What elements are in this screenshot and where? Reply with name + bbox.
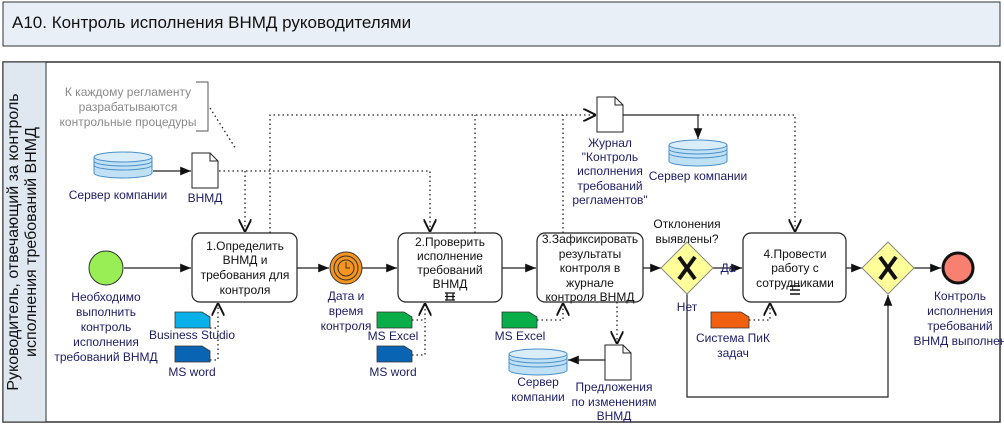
task-3[interactable]: 3.Зафиксировать результаты контроля в жу…	[536, 232, 644, 304]
loop-marker-icon	[445, 292, 455, 301]
server-datastore: Сервер компании	[508, 348, 568, 404]
event-label: требований	[927, 319, 992, 333]
lane-title-line: исполнения требований ВНМД	[23, 127, 40, 357]
annotation-line: разрабатываются	[79, 100, 178, 114]
system-ms-excel: MS Excel	[495, 311, 546, 343]
task-label: контроля в	[560, 261, 620, 275]
document-label: ВНМД	[188, 191, 223, 205]
text-annotation: К каждому регламенту разрабатываются кон…	[60, 81, 237, 150]
task-label: 4.Провести	[763, 247, 826, 261]
event-label: исполнения	[73, 335, 139, 349]
event-label: выполнить	[76, 305, 136, 319]
start-event[interactable]: Необходимо выполнить контроль исполнения…	[54, 250, 158, 364]
task-label: контроля ВНМД	[546, 290, 635, 304]
server-label: Сервер	[517, 375, 559, 389]
document-label: ВНМД	[597, 409, 632, 423]
event-label: время	[329, 304, 363, 318]
document-journal: Журнал "Контроль исполнения требований р…	[572, 96, 648, 207]
multi-instance-marker-icon	[790, 285, 800, 295]
event-label: исполнения	[927, 304, 993, 318]
event-label: Контроль	[934, 289, 986, 303]
document-label: "Контроль	[582, 150, 638, 164]
server-datastore: Сервер компании	[69, 151, 167, 202]
document-proposals: Предложения по изменениям ВНМД	[571, 344, 657, 423]
document-label: Предложения	[576, 380, 653, 394]
event-label: Необходимо	[71, 290, 141, 304]
end-event[interactable]: Контроль исполнения требований ВНМД выпо…	[914, 251, 1004, 348]
gateway-label: Отклонения	[653, 217, 720, 231]
task-label: требования для	[201, 268, 290, 282]
task-label: работу с	[771, 261, 819, 275]
system-business-studio: Business Studio	[149, 311, 235, 342]
system-pik-tasks: Система ПиК задач	[696, 311, 770, 360]
document-label: по изменениям	[571, 395, 656, 409]
diagram-title: A10. Контроль исполнения ВНМД руководите…	[12, 13, 411, 32]
timer-event[interactable]: Дата и время контроля	[321, 251, 372, 333]
system-label: задач	[717, 346, 749, 360]
server-label: Сервер компании	[649, 169, 747, 183]
task-4[interactable]: 4.Провести работу с сотрудниками	[742, 232, 847, 303]
event-label: ВНМД выполнен	[914, 334, 1004, 348]
title-bar	[2, 1, 1001, 47]
system-label: MS Excel	[495, 329, 546, 343]
gateway-no-label: Нет	[677, 300, 698, 314]
task-label: 3.Зафиксировать	[542, 232, 638, 246]
task-label: журнале	[566, 276, 614, 290]
event-label: Дата и	[328, 289, 365, 303]
x-icon	[677, 255, 697, 281]
event-label: контроля	[321, 319, 372, 333]
task-label: ВНМД и	[223, 253, 268, 267]
system-label: MS word	[168, 365, 215, 379]
task-label: исполнение	[417, 249, 483, 263]
annotation-line: К каждому регламенту	[65, 85, 191, 99]
lane-header	[2, 61, 47, 423]
exclusive-gateway-deviations[interactable]: Отклонения выявлены? Да Нет	[653, 217, 735, 314]
system-label: MS word	[369, 365, 416, 379]
event-label: контроль	[81, 320, 132, 334]
document-label: Журнал	[588, 136, 632, 150]
task-label: требований	[417, 263, 482, 277]
gateway-yes-label: Да	[721, 261, 736, 275]
server-label: Сервер компании	[69, 188, 167, 202]
task-2[interactable]: 2.Проверить исполнение требований ВНМД	[397, 232, 503, 303]
system-ms-word: MS word	[369, 345, 417, 379]
document-label: исполнения	[577, 164, 643, 178]
task-label: контроля	[220, 283, 271, 297]
server-label: компании	[511, 390, 565, 404]
system-ms-word: MS word	[168, 345, 216, 379]
task-label: ВНМД	[433, 277, 468, 291]
gateway-label: выявлены?	[655, 232, 719, 246]
document-vnmd: ВНМД	[188, 152, 223, 205]
connectors	[124, 115, 941, 398]
event-label: требований ВНМД	[54, 350, 157, 364]
task-label: сотрудниками	[756, 276, 834, 290]
system-label: MS Excel	[368, 329, 419, 343]
task-label: 1.Определить	[206, 239, 284, 253]
document-label: требований	[577, 179, 642, 193]
lane-title-line: Руководитель, отвечающий за контроль	[5, 93, 22, 390]
server-datastore: Сервер компании	[649, 139, 747, 183]
document-label: регламентов"	[572, 193, 647, 207]
system-label: Система ПиК	[696, 331, 770, 345]
annotation-line: контрольные процедуры	[60, 115, 197, 129]
system-label: Business Studio	[149, 328, 235, 342]
exclusive-gateway-merge[interactable]	[861, 241, 915, 295]
task-label: 2.Проверить	[415, 235, 485, 249]
system-ms-excel: MS Excel	[368, 311, 419, 343]
task-1[interactable]: 1.Определить ВНМД и требования для контр…	[191, 232, 298, 303]
task-label: результаты	[559, 247, 621, 261]
x-icon	[878, 255, 898, 281]
